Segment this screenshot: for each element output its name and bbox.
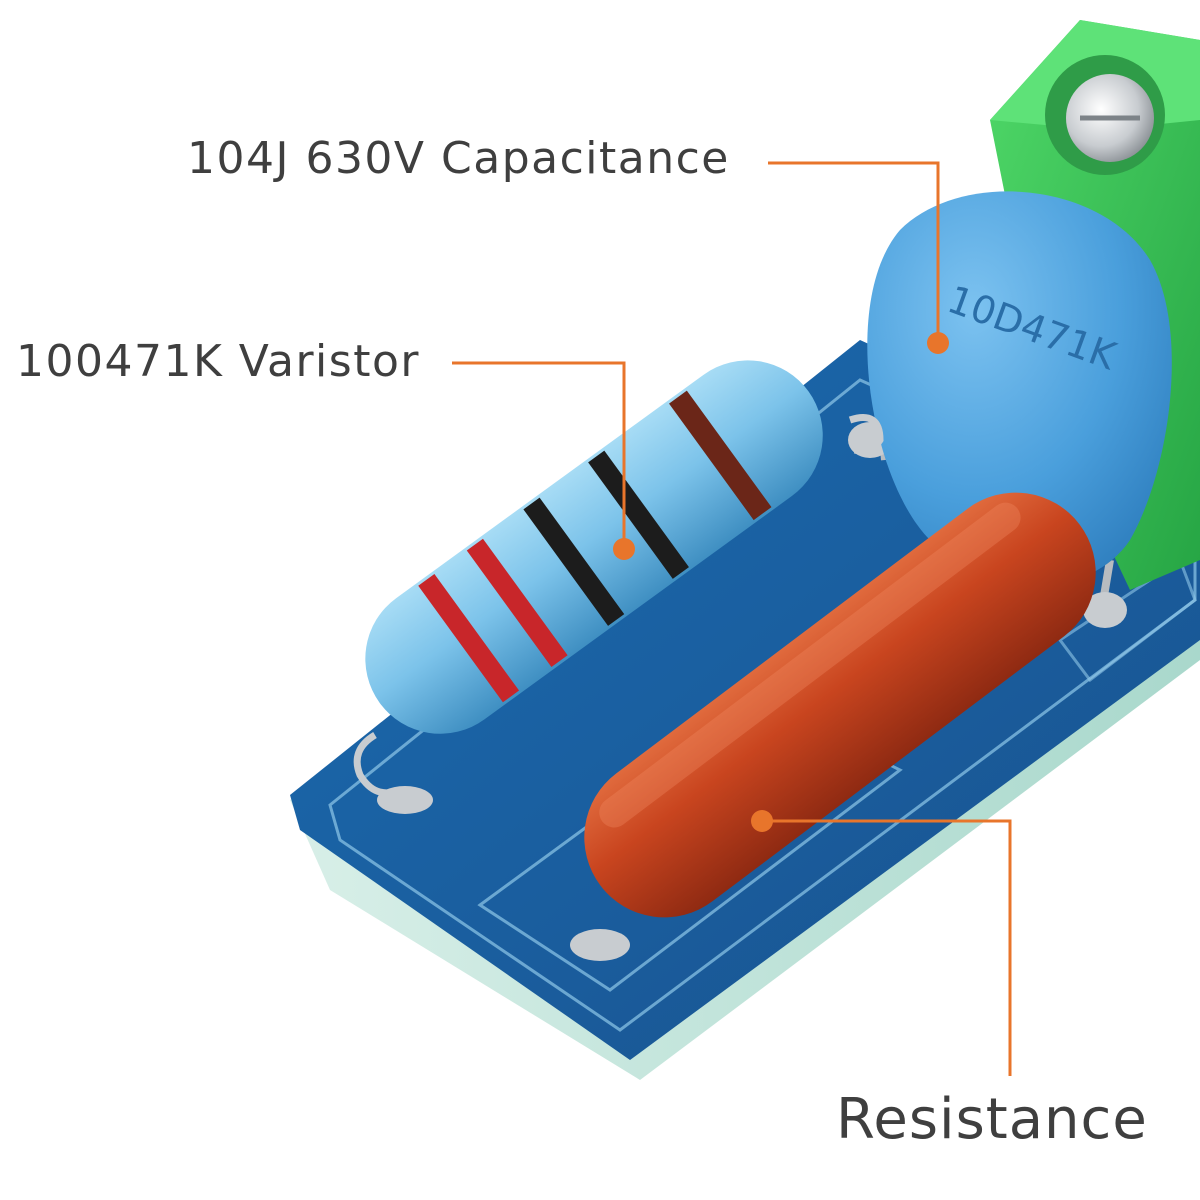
film-capacitor [570, 492, 1096, 961]
striped-resistor [353, 360, 884, 814]
callout-line-resistance [762, 819, 1012, 1076]
callout-dots [613, 332, 949, 832]
callout-dot-varistor [613, 538, 635, 560]
callout-line-capacitance [768, 161, 940, 340]
callout-dot-resistance [751, 810, 773, 832]
resistance-label: Resistance [836, 1087, 1148, 1152]
callout-lines [452, 161, 1012, 1076]
callout-dot-capacitance [927, 332, 949, 354]
capacitance-label: 104J 630V Capacitance [187, 133, 730, 184]
callout-line-varistor [452, 361, 626, 548]
varistor-label: 100471K Varistor [16, 336, 420, 387]
